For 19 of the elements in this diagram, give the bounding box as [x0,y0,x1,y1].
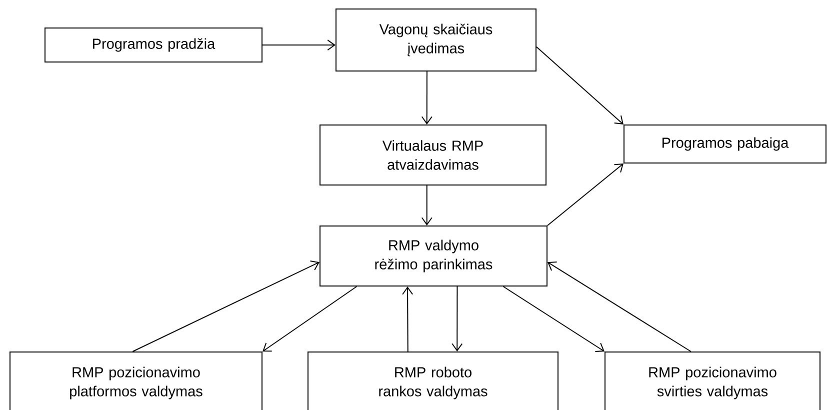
process-box: Programos pabaiga [624,124,826,164]
arrow [547,164,624,226]
arrow [548,262,692,352]
process-box: RMP pozicionavimo platformos valdymas [10,352,262,410]
process-box: RMP pozicionavimo svirties valdymas [604,352,820,410]
arrow [132,260,320,352]
arrow [452,286,463,352]
arrow [536,46,624,124]
arrow [421,185,432,226]
process-box: RMP valdymo rėžimo parinkimas [320,226,548,286]
arrow [402,286,414,352]
process-box: RMP roboto rankos valdymas [308,352,558,410]
arrow [262,286,358,352]
arrow [502,286,604,352]
process-box: Programos pradžia [44,28,262,62]
arrow [262,40,336,51]
process-box: Vagonų skaičiaus įvedimas [336,8,536,72]
arrow [421,71,432,124]
process-box: Virtualaus RMP atvaizdavimas [320,124,546,186]
